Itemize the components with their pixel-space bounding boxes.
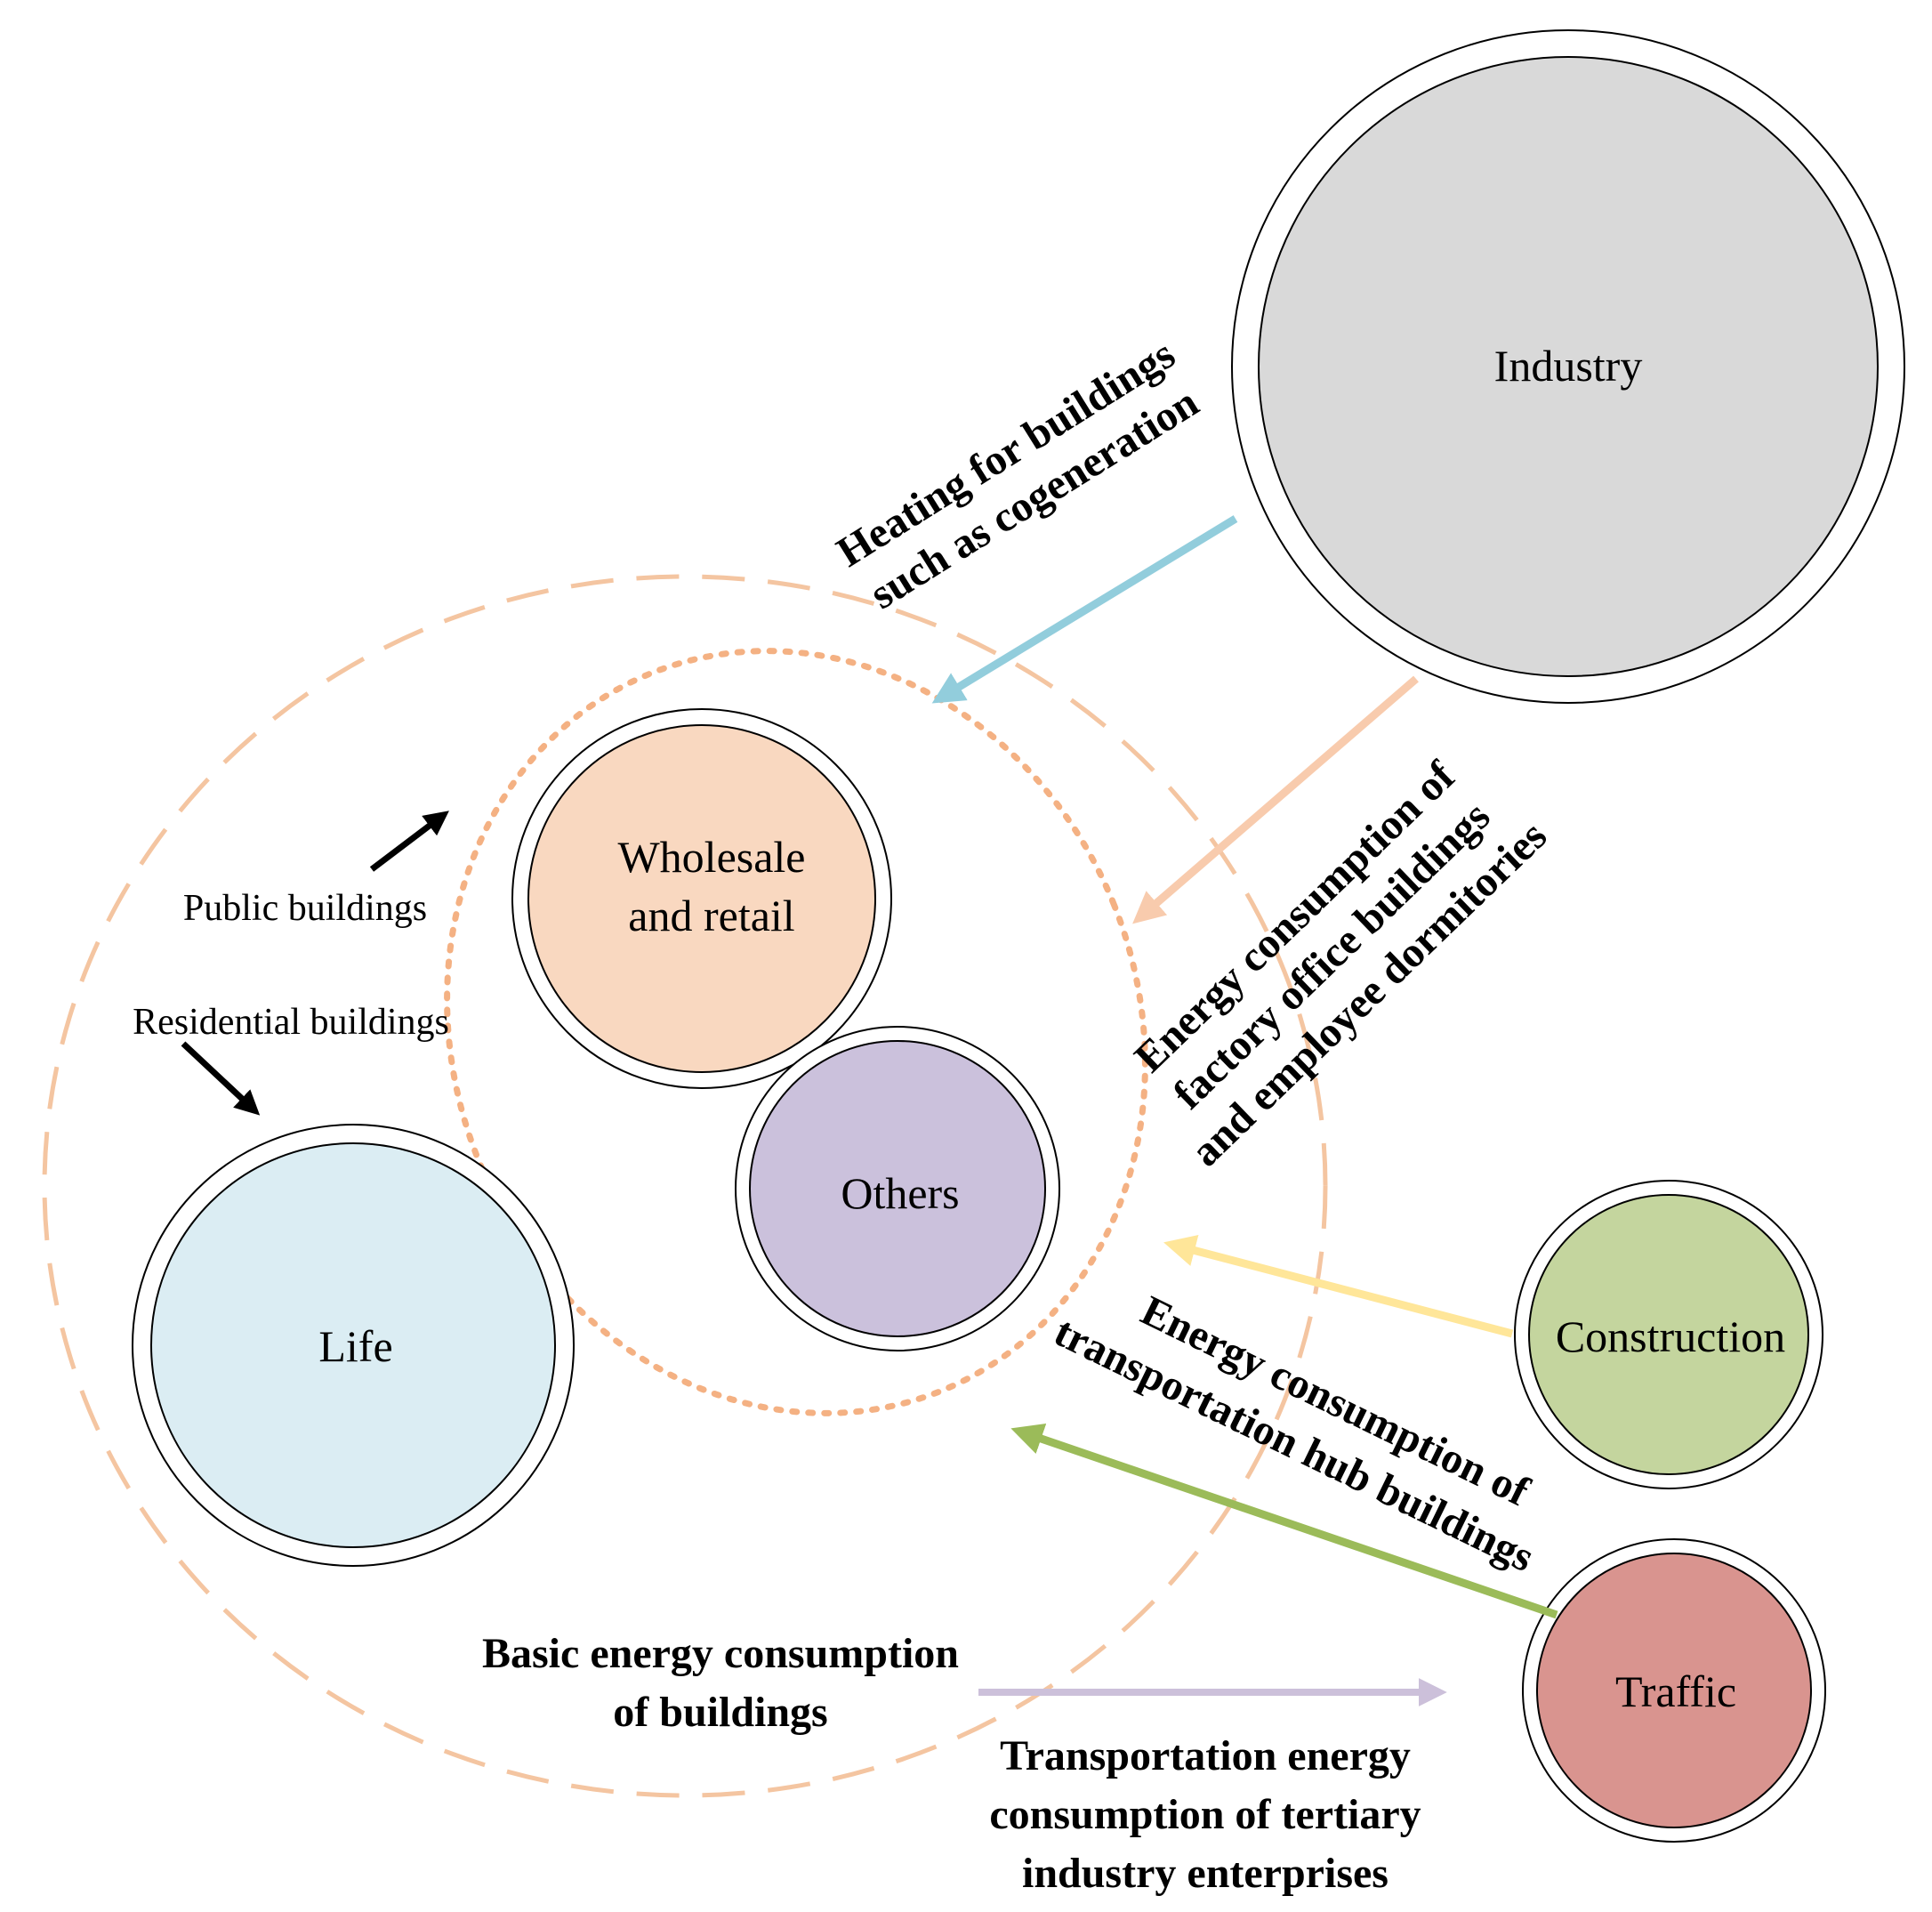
residential-boundary [42, 574, 1328, 1798]
industry-node: Industry [1231, 29, 1905, 704]
tertiary-transport-label-line3: industry enterprises [1022, 1850, 1389, 1897]
others-label: Others [841, 1168, 959, 1218]
industry-fill [1258, 56, 1879, 677]
life-fill [150, 1142, 556, 1548]
transport-hub-arrow [1010, 1423, 1558, 1619]
residential-buildings-arrow [181, 1041, 261, 1116]
factory-arrow [1132, 675, 1419, 924]
traffic-fill [1536, 1553, 1812, 1828]
basic-energy-label-line1: Basic energy consumption [482, 1630, 959, 1677]
tertiary-transport-label-line1: Transportation energy [1000, 1732, 1411, 1779]
public-buildings-arrow [369, 811, 449, 872]
wholesale-label-line1: Wholesale [617, 832, 805, 882]
wholesale-node: Wholesale and retail [511, 708, 892, 1089]
construction-label: Construction [1556, 1311, 1785, 1361]
others-fill [749, 1040, 1046, 1337]
construction-arrow [1163, 1235, 1514, 1338]
heating-arrow [931, 515, 1238, 704]
construction-node: Construction [1514, 1180, 1823, 1489]
wholesale-fill [527, 724, 876, 1073]
industry-label: Industry [1494, 341, 1643, 391]
factory-flow-label: Energy consumption of factory office bui… [1125, 752, 1556, 1175]
tertiary-transport-label-line2: consumption of tertiary [989, 1791, 1421, 1838]
traffic-label: Traffic [1615, 1666, 1736, 1716]
others-node: Others [735, 1026, 1060, 1351]
basic-energy-label-line2: of buildings [613, 1689, 827, 1736]
heating-flow-label: Heating for buildings such as cogenerati… [829, 330, 1207, 618]
life-node: Life [132, 1124, 575, 1567]
construction-fill [1528, 1194, 1809, 1475]
life-label: Life [318, 1321, 392, 1371]
public-buildings-boundary [444, 648, 1148, 1416]
traffic-node: Traffic [1522, 1538, 1826, 1843]
public-buildings-label: Public buildings [183, 888, 427, 929]
wholesale-label-line2: and retail [628, 891, 794, 940]
residential-buildings-label: Residential buildings [133, 1002, 449, 1043]
